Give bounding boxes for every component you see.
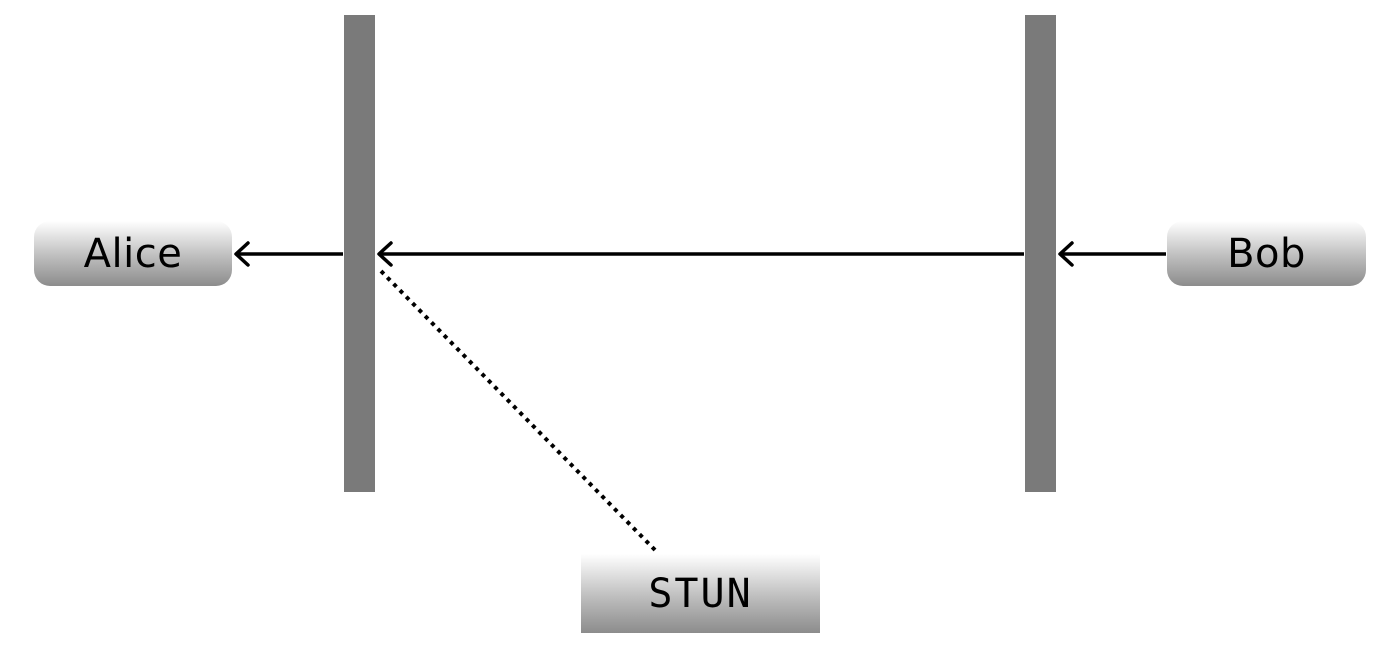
bob-label: Bob <box>1227 230 1306 277</box>
alice-node: Alice <box>34 221 232 286</box>
stun-node: STUN <box>581 554 820 633</box>
arrowhead-alice-icon <box>234 241 250 267</box>
arrowhead-right-nat-icon <box>1058 241 1074 267</box>
alice-label: Alice <box>83 230 183 277</box>
right-nat-barrier <box>1025 15 1056 492</box>
bob-node: Bob <box>1167 221 1366 286</box>
arrowhead-left-nat-icon <box>377 241 393 267</box>
edge-stun-to-left-nat <box>376 266 657 552</box>
left-nat-barrier <box>344 15 375 492</box>
stun-label: STUN <box>648 570 753 617</box>
